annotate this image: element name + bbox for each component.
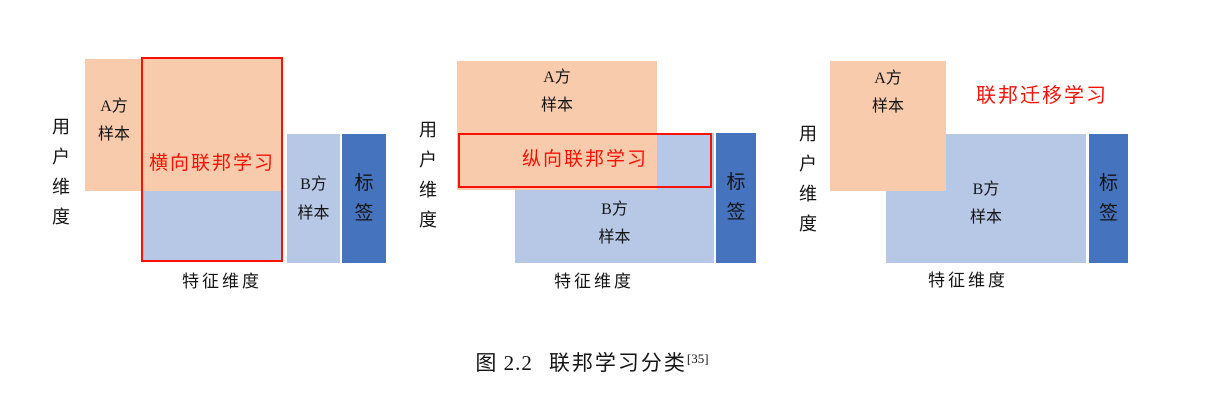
party-a-rect <box>830 61 946 191</box>
figure-caption-title: 联邦学习分类 <box>548 351 687 375</box>
feature-dimension-axis-label: 特征维度 <box>182 272 262 291</box>
highlight-box-horizontal <box>141 57 283 262</box>
party-a-label: A方 样本 <box>540 69 573 114</box>
party-a-rect <box>85 59 283 191</box>
tag-rect: 标 签 <box>342 134 386 263</box>
party-b-overlap-rect <box>143 191 281 262</box>
user-dimension-axis-label: 用 户 维 度 <box>52 117 70 227</box>
party-a-rect <box>457 61 657 190</box>
highlight-label-horizontal: 横向联邦学习 <box>148 153 275 174</box>
feature-dimension-axis-label: 特征维度 <box>554 272 634 291</box>
user-dimension-axis-label: 用 户 维 度 <box>419 120 437 230</box>
figure-number: 图 2.2 <box>475 351 533 375</box>
party-a-label: A方 样本 <box>871 70 904 115</box>
party-b-label: B方 样本 <box>598 201 631 246</box>
feature-dimension-axis-label: 特征维度 <box>928 271 1008 290</box>
highlight-box-vertical <box>458 133 712 188</box>
party-a-label: A方 样本 <box>97 98 130 143</box>
tag-rect: 标 签 <box>716 133 756 263</box>
user-dimension-axis-label: 用 户 维 度 <box>799 124 817 234</box>
party-b-label: B方 样本 <box>969 181 1002 226</box>
figure-caption: 图 2.2 联邦学习分类[35] <box>0 347 1184 377</box>
highlight-label-transfer: 联邦迁移学习 <box>976 85 1108 107</box>
party-b-rect: B方 样本 <box>287 134 340 263</box>
figure-caption-reference: [35] <box>686 351 709 366</box>
highlight-label-vertical: 纵向联邦学习 <box>521 149 648 170</box>
tag-rect: 标 签 <box>1089 134 1128 263</box>
